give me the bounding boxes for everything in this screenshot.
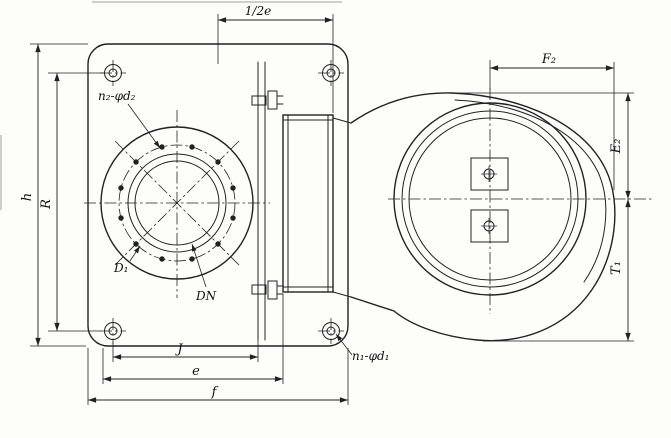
dim-label-T1: T₁ [609, 261, 624, 275]
clamp-bolt-bottom [251, 280, 284, 300]
dim-label-e: e [192, 364, 200, 379]
clamp-bolt-top [251, 90, 284, 110]
dim-label-h: h [20, 193, 35, 201]
corner-hole-top-left [100, 60, 126, 86]
leader-DN [191, 243, 207, 288]
dim-label-J: J [174, 342, 183, 357]
dim-label-E2: E₂ [609, 139, 624, 155]
inlet-flange-plate-view [84, 43, 349, 347]
dim-label-R: R [39, 199, 54, 210]
feature-label-D1: D₁ [113, 261, 128, 275]
scroll-centerlines [388, 88, 652, 314]
corner-hole-bottom-right [318, 318, 344, 344]
flange-centerlines [84, 110, 270, 298]
dimension-labels: 1/2e F₂ E₂ T₁ h R J e f n₂-φd₂ D₁ DN n₁-… [20, 4, 624, 400]
feature-label-n1-phi-d1: n₁-φd₁ [352, 349, 390, 363]
dimension-lines [30, 14, 634, 405]
scroll-casing-view [350, 88, 652, 342]
feature-label-DN: DN [195, 289, 217, 303]
outlet-flange-side [282, 114, 334, 293]
corner-hole-top-right [318, 60, 344, 86]
side-bracket-view [251, 61, 352, 341]
scroll-inner-contour [454, 99, 607, 283]
scroll-outer-contour [350, 92, 616, 342]
hub-pads [470, 157, 509, 243]
scan-artifacts [0, 1, 342, 210]
feature-label-n2-phi-d2: n₂-φd₂ [98, 89, 136, 103]
dim-label-half-e: 1/2e [245, 4, 271, 18]
leader-D1 [129, 245, 141, 262]
leader-n1-bolt-holes [335, 333, 353, 356]
leader-n2-bolt-holes [127, 103, 161, 149]
corner-hole-bottom-left [100, 318, 126, 344]
dim-label-F2: F₂ [541, 52, 556, 67]
dim-label-f: f [211, 385, 219, 400]
